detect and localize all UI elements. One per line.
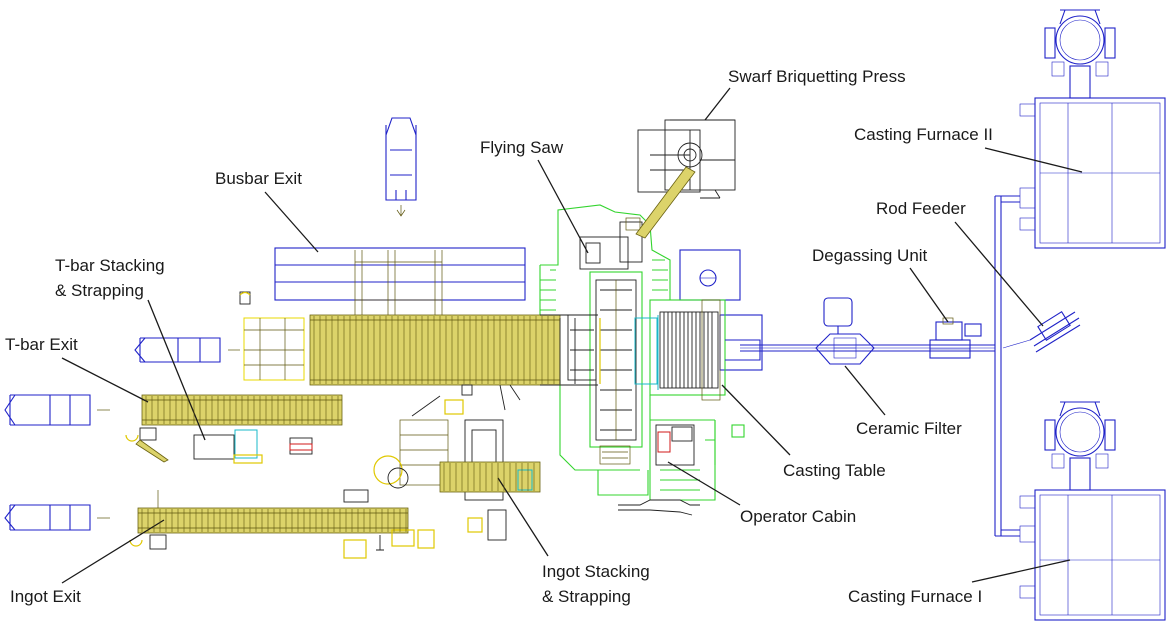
ingot-stack-rollers (443, 463, 535, 491)
label-ingot-stacking-2: & Strapping (542, 587, 631, 606)
label-swarf-briquetting-press: Swarf Briquetting Press (728, 67, 906, 86)
leader-ceramic (844, 365, 886, 416)
launder-system (740, 195, 1020, 537)
casting-furnace-i (1019, 401, 1166, 621)
leader-operator (667, 461, 741, 506)
ceramic-filter (815, 297, 875, 365)
rod-feeder (1002, 311, 1081, 353)
leader-tbar-exit (61, 357, 149, 403)
label-degassing-unit: Degassing Unit (812, 246, 928, 265)
green-enclosure (539, 204, 745, 501)
leader-busbar (264, 191, 319, 253)
leader-ingot-exit (61, 519, 165, 584)
label-operator-cabin: Operator Cabin (740, 507, 856, 526)
label-tbar-stacking-2: & Strapping (55, 281, 144, 300)
label-casting-furnace-ii: Casting Furnace II (854, 125, 993, 144)
label-ingot-exit: Ingot Exit (10, 587, 81, 606)
leader-furnace-ii (984, 147, 1083, 173)
leader-furnace-i (971, 559, 1071, 583)
casting-table (649, 249, 763, 401)
leader-tbar-stacking (147, 299, 206, 441)
leader-flying-saw (537, 159, 589, 254)
flying-saw (567, 217, 643, 465)
main-conveyor (243, 314, 658, 386)
label-rod-feeder: Rod Feeder (876, 199, 966, 218)
label-casting-furnace-i: Casting Furnace I (848, 587, 982, 606)
operator-cabin (618, 424, 700, 516)
main-conveyor-rollers (313, 316, 555, 384)
leader-degassing (909, 267, 949, 323)
label-tbar-stacking-1: T-bar Stacking (55, 256, 165, 275)
ingot-conveyor-rollers (141, 509, 407, 532)
tbar-exit (4, 337, 240, 426)
ingot-exit (4, 490, 409, 550)
busbar-exit (274, 247, 526, 320)
label-casting-table: Casting Table (783, 461, 886, 480)
leader-swarf (704, 87, 731, 121)
truck-top (385, 117, 417, 217)
label-busbar-exit: Busbar Exit (215, 169, 302, 188)
leader-casting-table (721, 384, 791, 456)
label-ingot-stacking-1: Ingot Stacking (542, 562, 650, 581)
ingot-stacking-strapping (343, 384, 541, 559)
leader-rod-feeder (954, 221, 1044, 327)
swarf-briquetting-press (635, 119, 736, 239)
label-flying-saw: Flying Saw (480, 138, 564, 157)
degassing-unit (929, 317, 982, 359)
label-tbar-exit: T-bar Exit (5, 335, 78, 354)
leader-lines (61, 87, 1083, 584)
leader-ingot-stacking (497, 477, 549, 557)
tbar-conveyor-rollers (145, 396, 339, 424)
label-ceramic-filter: Ceramic Filter (856, 419, 962, 438)
casting-furnace-ii (1019, 9, 1166, 249)
labels: Swarf Briquetting Press Flying Saw Busba… (5, 67, 993, 606)
